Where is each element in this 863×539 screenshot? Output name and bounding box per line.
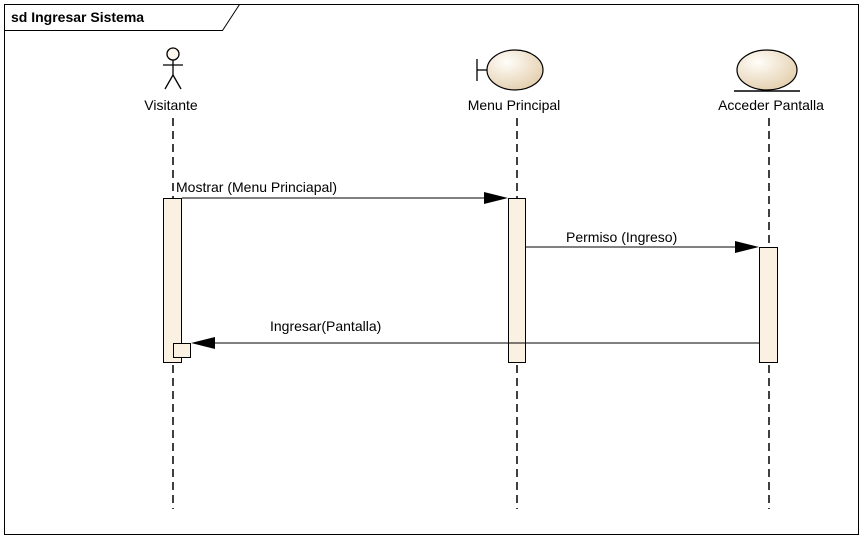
- arrowhead-right-icon: [484, 192, 508, 204]
- boundary-icon: [476, 49, 544, 91]
- message-ingresar: Ingresar(Pantalla): [191, 318, 759, 349]
- message-permiso: Permiso (Ingreso): [526, 229, 759, 253]
- message-label: Mostrar (Menu Princiapal): [176, 179, 337, 195]
- arrowhead-right-icon: [735, 241, 759, 253]
- activation-bar-menu-principal: [508, 198, 526, 363]
- message-mostrar: Mostrar (Menu Princiapal): [176, 179, 508, 204]
- frame-title-tab: [4, 4, 240, 31]
- entity-icon: [734, 49, 800, 92]
- activation-bar-visitante: [163, 198, 182, 363]
- actor-icon: [163, 47, 183, 90]
- message-label: Ingresar(Pantalla): [270, 318, 381, 334]
- activation-bar-acceder-pantalla: [759, 247, 778, 363]
- diagram-frame: [4, 4, 859, 535]
- lifeline-label-visitante: Visitante: [144, 97, 198, 113]
- arrowhead-left-icon: [191, 337, 215, 349]
- message-label: Permiso (Ingreso): [566, 229, 677, 245]
- activation-bar-visitante-nested: [173, 343, 191, 358]
- frame-title: sd Ingresar Sistema: [11, 9, 144, 25]
- lifeline-label-acceder-pantalla: Acceder Pantalla: [718, 97, 824, 113]
- lifeline-label-menu-principal: Menu Principal: [468, 97, 561, 113]
- lifeline-menu-principal: Menu Principal: [468, 49, 561, 509]
